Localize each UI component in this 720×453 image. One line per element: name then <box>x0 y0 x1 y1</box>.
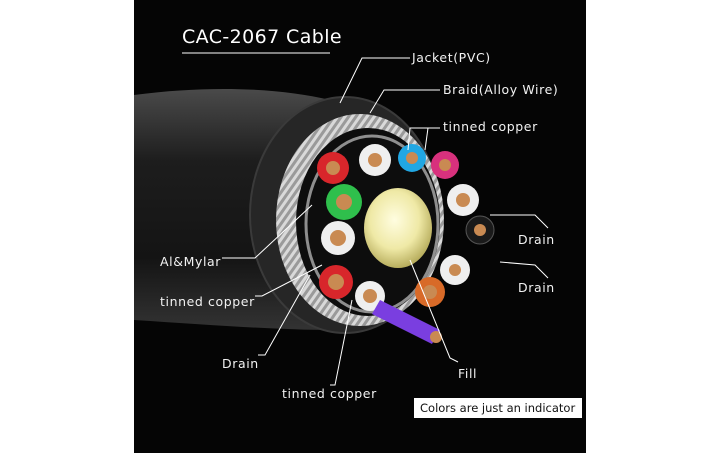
leader-drain-lower <box>499 261 549 279</box>
mylar-wrap <box>304 134 440 314</box>
label-drain-upper: Drain <box>518 232 555 247</box>
diagram-title: CAC-2067 Cable <box>182 26 342 48</box>
leader-drain-bottom <box>258 274 311 356</box>
leader-al-mylar <box>222 204 313 259</box>
label-braid: Braid(Alloy Wire) <box>443 82 558 97</box>
label-drain-lower: Drain <box>518 280 555 295</box>
label-jacket: Jacket(PVC) <box>411 50 491 65</box>
leader-fill <box>409 259 459 363</box>
leader-jacket <box>339 57 410 104</box>
label-drain-bottom: Drain <box>222 356 259 371</box>
label-tinned-copper-bottom: tinned copper <box>282 386 377 401</box>
conductor-purple <box>372 300 442 344</box>
conductor-white-top <box>359 144 391 176</box>
conductor-black-right <box>465 215 495 245</box>
note-text: Colors are just an indicator <box>420 401 575 415</box>
label-tinned-copper-left: tinned copper <box>160 294 255 309</box>
label-al-mylar: Al&Mylar <box>160 254 221 269</box>
leader-braid <box>369 89 440 114</box>
leader-drain-upper <box>490 214 549 229</box>
conductor-white-right <box>447 184 479 216</box>
conductor-green <box>326 184 362 220</box>
leader-tinned-copper-top <box>407 127 440 151</box>
note-box <box>414 398 582 418</box>
conductor-magenta <box>431 151 459 179</box>
conductor-white-bottom <box>355 281 385 311</box>
leader-tinned-copper-left <box>255 264 323 297</box>
leader-tinned-copper-bottom <box>330 299 353 386</box>
leader-tinned-copper-top-2 <box>424 127 429 151</box>
conductor-blue <box>398 144 426 172</box>
conductor-white-right-low <box>440 255 470 285</box>
label-tinned-copper-top: tinned copper <box>443 119 538 134</box>
conductor-red-bottom <box>319 265 353 299</box>
conductor-orange <box>415 277 445 307</box>
conductor-white-mid <box>321 221 355 255</box>
fill-core <box>364 188 432 268</box>
conductor-red-top <box>317 152 349 184</box>
label-fill: Fill <box>458 366 477 381</box>
